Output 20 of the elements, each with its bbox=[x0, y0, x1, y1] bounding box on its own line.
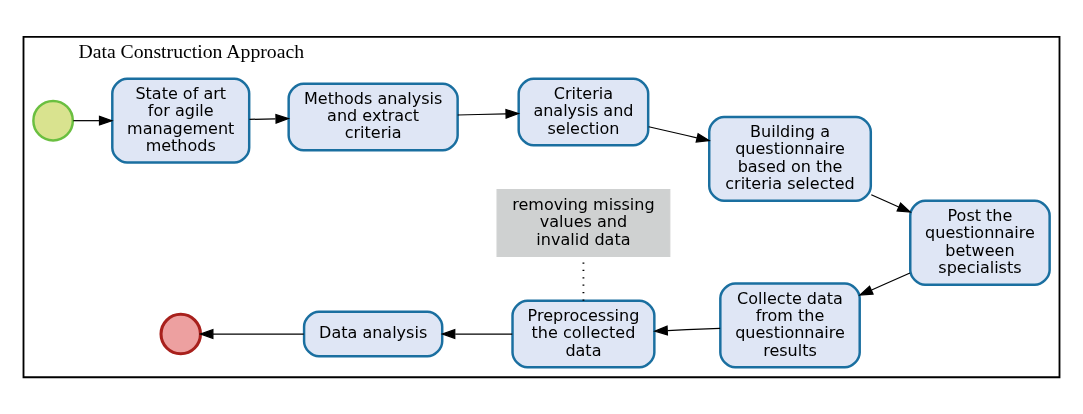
node-box: Methods analysis and extract criteria bbox=[287, 82, 459, 152]
node-box: removing missing values and invalid data bbox=[496, 189, 671, 257]
node-box: Building a questionnaire based on the criteria selected bbox=[708, 115, 873, 203]
arrow bbox=[440, 328, 513, 340]
arrow bbox=[858, 272, 911, 296]
node-circle bbox=[32, 99, 75, 142]
arrow bbox=[870, 194, 912, 213]
arrow bbox=[198, 328, 305, 340]
node-box: Data analysis bbox=[302, 310, 444, 358]
node-box: Preprocessing the collected data bbox=[511, 299, 656, 369]
node-circle bbox=[159, 312, 202, 356]
node-box: Criteria analysis and selection bbox=[517, 77, 650, 147]
node-box: State of art for agile management methods bbox=[111, 77, 251, 164]
arrow bbox=[248, 113, 291, 125]
node-box: Collecte data from the questionnaire results bbox=[719, 282, 861, 369]
node-box: Post the questionnaire between specialists bbox=[909, 199, 1051, 286]
arrow bbox=[457, 108, 521, 120]
arrow bbox=[72, 115, 114, 126]
arrow bbox=[648, 126, 711, 143]
arrow bbox=[653, 325, 721, 336]
